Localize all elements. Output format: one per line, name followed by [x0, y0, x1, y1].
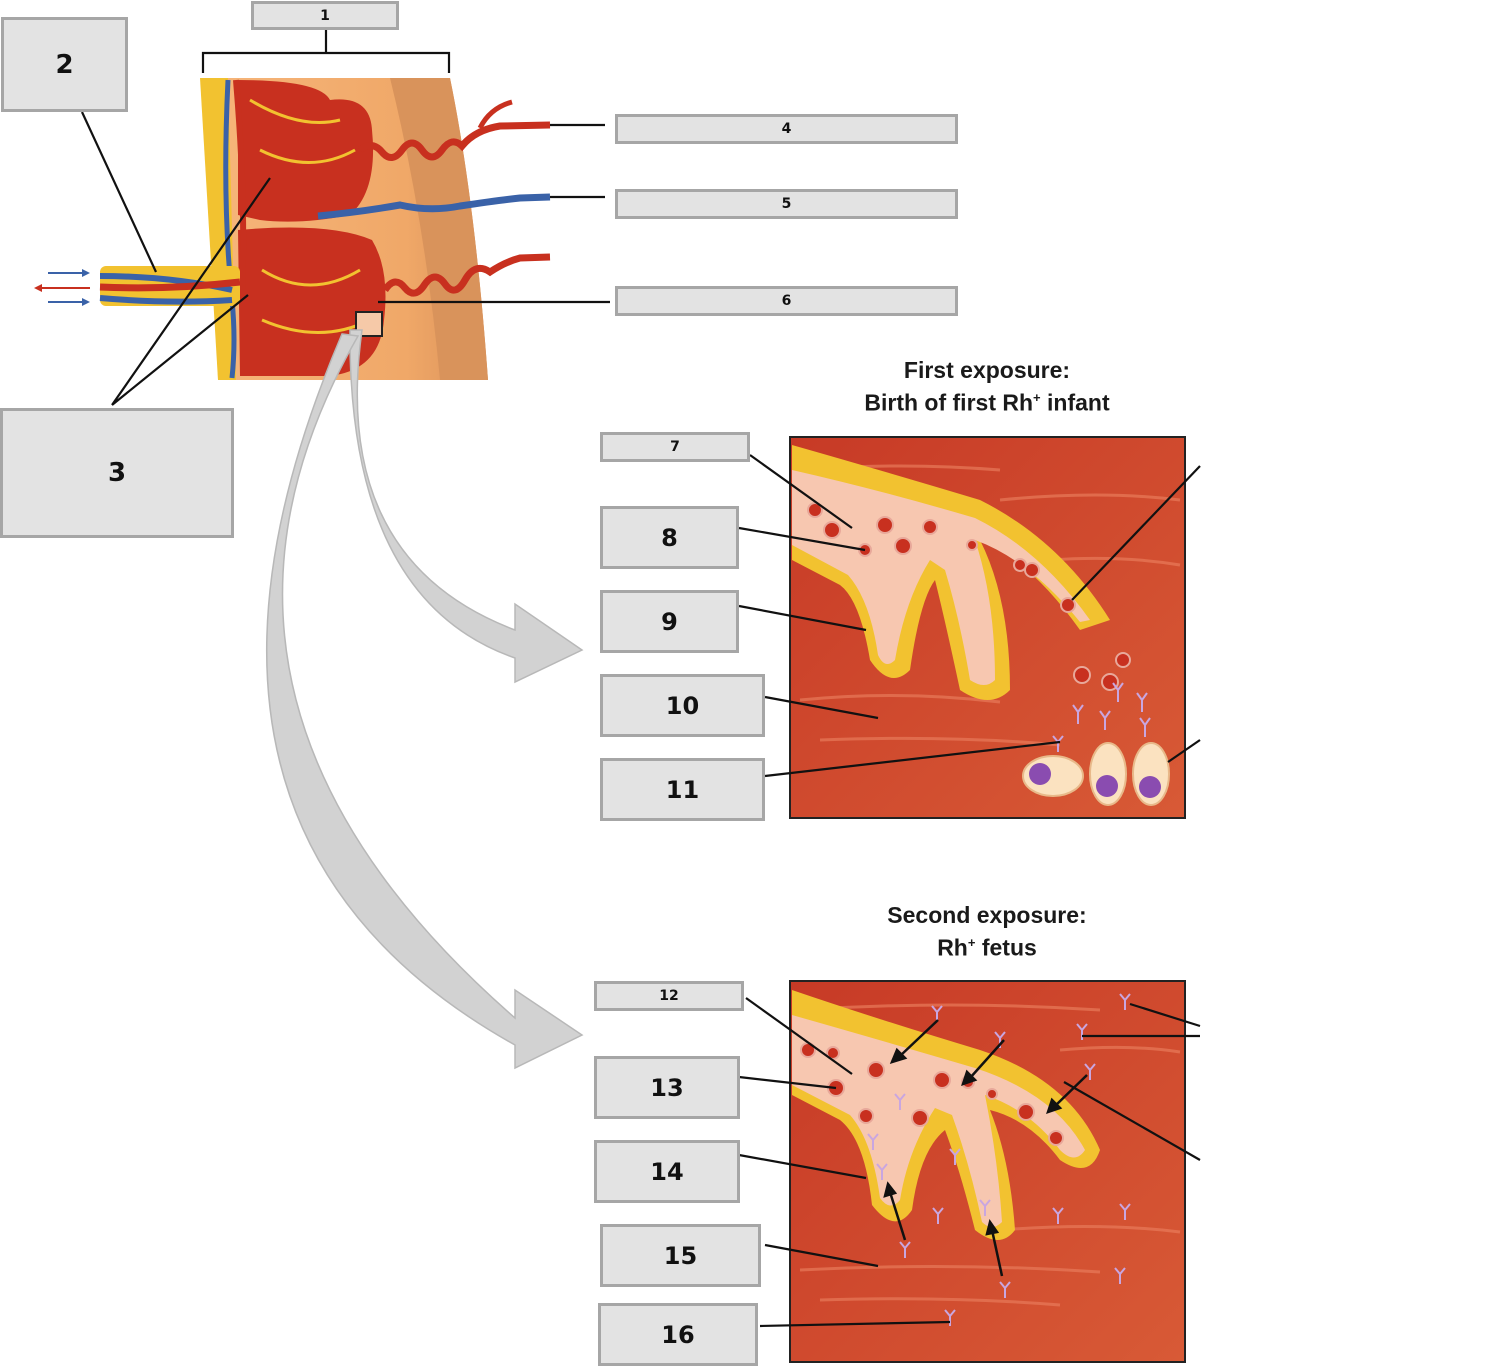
bracket-1: [201, 30, 451, 73]
label-3-text: 3: [107, 458, 127, 488]
label-box-4[interactable]: 4: [615, 114, 958, 144]
arrow-to-first-exposure: [349, 329, 584, 684]
label-16-text: 16: [661, 1320, 695, 1349]
label-box-7[interactable]: 7: [600, 432, 750, 462]
second-exposure-panel: [789, 980, 1186, 1363]
label-15-text: 15: [663, 1241, 698, 1270]
label-box-9[interactable]: 9: [600, 590, 739, 653]
label-2-text: 2: [55, 49, 74, 80]
label-box-10[interactable]: 10: [600, 674, 765, 737]
label-8-text: 8: [661, 523, 678, 552]
label-13-text: 13: [650, 1073, 684, 1102]
label-box-13[interactable]: 13: [594, 1056, 740, 1119]
label-box-12[interactable]: 12: [594, 981, 744, 1011]
label-box-1[interactable]: 1: [251, 1, 399, 30]
label-box-8[interactable]: 8: [600, 506, 739, 569]
first-exposure-subtitle: Birth of first Rh+ infant: [864, 389, 1110, 416]
label-4-text: 4: [781, 121, 792, 137]
label-box-2[interactable]: 2: [1, 17, 128, 112]
arrow-to-second-exposure: [266, 333, 584, 1070]
label-12-text: 12: [659, 988, 679, 1004]
label-9-text: 9: [661, 607, 678, 636]
label-10-text: 10: [665, 691, 700, 720]
label-6-text: 6: [781, 293, 792, 309]
label-box-15[interactable]: 15: [600, 1224, 761, 1287]
label-7-text: 7: [670, 439, 680, 455]
second-exposure-heading: Second exposure: Rh+ fetus: [800, 901, 1174, 962]
leader-lines: [81, 30, 1201, 1328]
label-5-text: 5: [781, 196, 792, 212]
label-box-16[interactable]: 16: [598, 1303, 758, 1366]
first-exposure-heading: First exposure: Birth of first Rh+ infan…: [800, 356, 1174, 417]
label-box-14[interactable]: 14: [594, 1140, 740, 1203]
label-box-6[interactable]: 6: [615, 286, 958, 316]
zoom-arrows: [266, 329, 584, 1070]
label-11-text: 11: [665, 775, 700, 804]
second-exposure-subtitle: Rh+ fetus: [937, 934, 1037, 961]
label-14-text: 14: [650, 1157, 684, 1186]
label-box-11[interactable]: 11: [600, 758, 765, 821]
label-box-5[interactable]: 5: [615, 189, 958, 219]
placenta-overview: [34, 78, 551, 380]
second-exposure-title: Second exposure:: [887, 902, 1087, 928]
label-1-text: 1: [320, 7, 330, 24]
label-box-3[interactable]: 3: [0, 408, 234, 538]
first-exposure-panel: [789, 436, 1186, 819]
plasma-cells: [1022, 742, 1170, 806]
first-exposure-title: First exposure:: [903, 357, 1071, 383]
